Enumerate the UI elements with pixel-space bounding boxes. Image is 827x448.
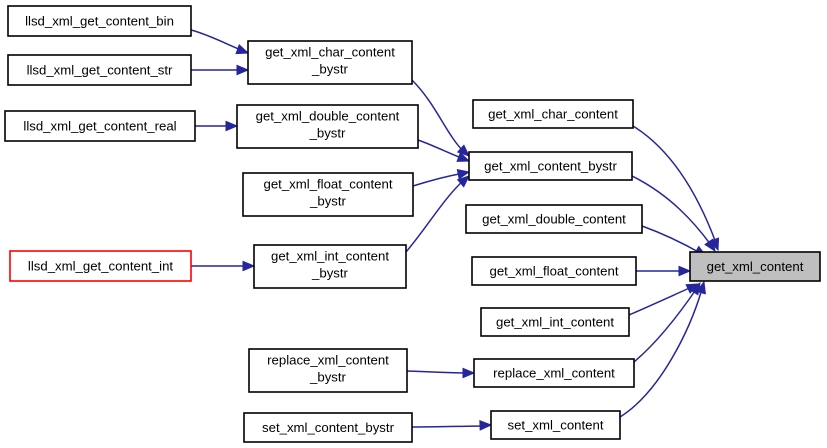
node-box[interactable] [236, 104, 419, 149]
node-label: get_xml_float_content_bystr [263, 177, 392, 209]
node-label: get_xml_float_content [489, 263, 618, 278]
node-box[interactable] [247, 40, 413, 85]
arrowhead-icon [704, 238, 716, 253]
edge-line [411, 79, 465, 153]
edge-line [411, 425, 488, 428]
node-label: get_xml_content_bystr [484, 158, 617, 173]
arrowhead-icon [695, 280, 706, 295]
arrowhead-icon [479, 420, 493, 431]
edge-line [628, 285, 695, 316]
node-box[interactable] [7, 54, 192, 86]
node-get_xml_float_content[interactable]: get_xml_float_content [471, 256, 637, 286]
node-box[interactable] [468, 151, 633, 181]
node-llsd_xml_get_content_real[interactable]: llsd_xml_get_content_real [4, 110, 196, 142]
node-label: llsd_xml_get_content_int [28, 258, 173, 273]
edge-replace_xml_content-to-get_xml_content [633, 281, 701, 363]
edge-llsd_xml_get_content_str-to-get_xml_char_content_bystr [191, 64, 250, 76]
arrowhead-icon [235, 44, 250, 55]
node-get_xml_content[interactable]: get_xml_content [689, 251, 821, 282]
edge-line [641, 225, 703, 255]
edge-line [631, 175, 712, 246]
arrowhead-icon [225, 120, 239, 132]
node-label: set_xml_content_bystr [262, 420, 395, 435]
edge-get_xml_content_bystr-to-get_xml_content [631, 175, 716, 253]
node-label: llsd_xml_get_content_real [23, 118, 176, 133]
node-box[interactable] [9, 250, 192, 282]
node-box[interactable] [473, 358, 635, 388]
node-get_xml_char_content[interactable]: get_xml_char_content [472, 99, 634, 129]
node-get_xml_int_content_bystr[interactable]: get_xml_int_content_bystr [253, 244, 407, 289]
node-box[interactable] [253, 244, 407, 289]
edge-get_xml_int_content-to-get_xml_content [628, 283, 700, 316]
edge-llsd_xml_get_content_bin-to-get_xml_char_content_bystr [190, 29, 250, 55]
node-label: llsd_xml_get_content_bin [25, 13, 174, 28]
node-label: get_xml_char_content [488, 106, 618, 121]
node-box[interactable] [480, 307, 630, 337]
edge-get_xml_char_content-to-get_xml_content [632, 125, 720, 252]
node-label: get_xml_int_content_bystr [271, 249, 389, 281]
edge-get_xml_char_content_bystr-to-get_xml_content_bystr [411, 79, 470, 157]
node-get_xml_double_content[interactable]: get_xml_double_content [465, 204, 643, 234]
node-box[interactable] [490, 410, 621, 440]
node-box[interactable] [7, 5, 192, 37]
node-llsd_xml_get_content_int[interactable]: llsd_xml_get_content_int [9, 250, 192, 282]
edge-llsd_xml_get_content_real-to-get_xml_double_content_bystr [195, 120, 239, 132]
edge-set_xml_content_bystr-to-set_xml_content [411, 420, 493, 431]
node-label: get_xml_double_content_bystr [256, 109, 400, 141]
node-get_xml_double_content_bystr[interactable]: get_xml_double_content_bystr [236, 104, 419, 149]
node-box[interactable] [243, 412, 413, 443]
node-box[interactable] [471, 256, 637, 286]
node-label: get_xml_char_content_bystr [265, 45, 395, 77]
edge-line [405, 179, 465, 253]
edge-get_xml_float_content_bystr-to-get_xml_content_bystr [412, 168, 471, 187]
node-set_xml_content[interactable]: set_xml_content [490, 410, 621, 440]
node-label: get_xml_content [707, 259, 804, 274]
node-box[interactable] [465, 204, 643, 234]
node-box[interactable] [4, 110, 196, 142]
node-label: replace_xml_content [493, 365, 615, 380]
arrowhead-icon [242, 260, 256, 272]
arrowhead-icon [456, 168, 471, 180]
node-get_xml_content_bystr[interactable]: get_xml_content_bystr [468, 151, 633, 181]
node-label: replace_xml_content_bystr [267, 353, 389, 385]
edge-line [632, 125, 717, 244]
node-replace_xml_content_bystr[interactable]: replace_xml_content_bystr [248, 348, 408, 393]
arrowhead-icon [678, 265, 692, 277]
node-box[interactable] [689, 251, 821, 282]
edge-llsd_xml_get_content_int-to-get_xml_int_content_bystr [191, 260, 256, 272]
nodes-layer: llsd_xml_get_content_bin llsd_xml_get_con… [4, 5, 821, 443]
node-label: set_xml_content [507, 417, 603, 432]
edge-line [619, 288, 703, 418]
node-label: get_xml_int_content [496, 314, 614, 329]
node-llsd_xml_get_content_str[interactable]: llsd_xml_get_content_str [7, 54, 192, 86]
edge-set_xml_content-to-get_xml_content [619, 280, 706, 418]
edge-line [406, 370, 471, 374]
node-get_xml_char_content_bystr[interactable]: get_xml_char_content_bystr [247, 40, 413, 85]
arrowhead-icon [462, 367, 476, 379]
arrowhead-icon [456, 175, 470, 188]
node-label: llsd_xml_get_content_str [27, 62, 173, 77]
arrowhead-icon [236, 64, 250, 76]
edge-get_xml_float_content-to-get_xml_content [636, 265, 692, 277]
node-box[interactable] [248, 348, 408, 393]
edge-line [412, 172, 465, 187]
edge-replace_xml_content_bystr-to-replace_xml_content [406, 367, 476, 379]
arrowhead-icon [456, 144, 470, 157]
edge-get_xml_int_content_bystr-to-get_xml_content_bystr [405, 175, 470, 253]
edge-get_xml_double_content_bystr-to-get_xml_content_bystr [417, 139, 471, 162]
node-set_xml_content_bystr[interactable]: set_xml_content_bystr [243, 412, 413, 443]
node-get_xml_int_content[interactable]: get_xml_int_content [480, 307, 630, 337]
node-replace_xml_content[interactable]: replace_xml_content [473, 358, 635, 388]
node-llsd_xml_get_content_bin[interactable]: llsd_xml_get_content_bin [7, 5, 192, 37]
arrowhead-icon [456, 151, 471, 162]
node-box[interactable] [242, 172, 414, 217]
node-label: get_xml_double_content [482, 211, 626, 226]
node-get_xml_float_content_bystr[interactable]: get_xml_float_content_bystr [242, 172, 414, 217]
node-box[interactable] [472, 99, 634, 129]
edge-line [633, 287, 698, 363]
